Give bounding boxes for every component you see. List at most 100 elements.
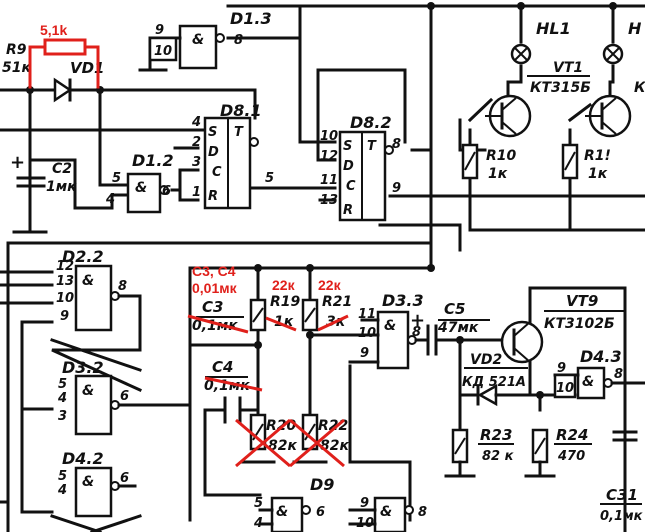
r23-value: 82 к [482, 449, 515, 464]
r23-label: R23 [480, 426, 512, 444]
svg-text:5: 5 [265, 171, 274, 186]
c31-value: 0,1мк [600, 509, 644, 524]
svg-text:11: 11 [358, 307, 376, 322]
c5-value: 47мк [437, 320, 479, 336]
r11-label: R1! [584, 148, 611, 164]
svg-text:10: 10 [154, 44, 172, 59]
svg-text:&: & [380, 504, 392, 520]
svg-text:8: 8 [118, 279, 127, 294]
svg-text:9: 9 [155, 23, 164, 38]
svg-text:8: 8 [614, 367, 623, 382]
r10-label: R10 [486, 148, 517, 164]
svg-text:&: & [582, 374, 594, 390]
svg-text:10: 10 [556, 381, 574, 396]
vd1-diode-icon [53, 77, 73, 103]
vt2-type: К [634, 80, 645, 96]
c5-label: C5 [444, 300, 465, 318]
r24-label: R24 [556, 426, 588, 444]
vt9-transistor-icon [500, 320, 544, 364]
c2-label: C2 [52, 161, 72, 177]
svg-text:3: 3 [192, 155, 201, 170]
c2-plus: + [10, 152, 25, 173]
trigger-d8-2: D8.2 S D C R T 10 12 11 13 8 9 [320, 113, 401, 222]
vt9-label: VT9 [566, 292, 598, 310]
vd2-label: VD2 [470, 352, 502, 368]
c2-capacitor: + C2 1мк [10, 152, 77, 234]
c2-value: 1мк [46, 179, 77, 195]
wiring-frame [0, 241, 433, 532]
svg-text:6: 6 [120, 389, 129, 404]
svg-text:8: 8 [234, 33, 243, 48]
c3c4-correction-line2: 0,01мк [192, 280, 238, 296]
r19-label: R19 [270, 294, 301, 310]
r9-new-resistor [43, 38, 87, 56]
gate-d1-2: D1.2 & 5 4 6 [105, 151, 174, 214]
svg-text:8: 8 [412, 325, 421, 340]
svg-text:6: 6 [120, 471, 129, 486]
gate-d1-3: D1.3 & 9 10 8 [138, 9, 272, 72]
gate-d2-2: D2.2 & 12 13 10 9 8 [51, 247, 142, 392]
d43-label: D4.3 [580, 347, 622, 366]
d9-label: D9 [310, 475, 334, 494]
c3-label: C3 [202, 298, 223, 316]
c3c4-correction-line1: C3, C4 [192, 263, 236, 279]
svg-text:8: 8 [392, 137, 401, 152]
svg-text:5: 5 [112, 171, 121, 186]
svg-text:13: 13 [320, 193, 338, 208]
r9-vd1-group: R9 51к VD1 5,1k [2, 22, 105, 103]
svg-text:&: & [82, 273, 94, 289]
d81-label: D8.1 [220, 101, 262, 120]
d33-label: D3.3 [382, 291, 424, 310]
svg-text:12: 12 [320, 149, 338, 164]
svg-text:2: 2 [192, 135, 201, 150]
svg-text:10: 10 [358, 326, 376, 341]
vd2-type: КД 521А [462, 375, 526, 390]
svg-text:8: 8 [418, 505, 427, 520]
svg-text:S: S [208, 125, 217, 140]
svg-text:&: & [82, 474, 94, 490]
svg-text:13: 13 [56, 274, 74, 289]
svg-text:C: C [212, 165, 222, 180]
svg-text:R: R [208, 189, 218, 204]
r11-value: 1к [588, 166, 608, 182]
vt1-type: КТ315Б [530, 80, 591, 96]
c4-value: 0,1мк [204, 378, 250, 394]
svg-text:6: 6 [162, 184, 171, 199]
svg-text:4: 4 [57, 483, 67, 498]
r9-value: 51к [2, 60, 31, 76]
svg-text:R: R [343, 203, 353, 218]
svg-text:4: 4 [105, 192, 115, 207]
r9-correction: 5,1k [40, 22, 67, 38]
svg-text:D: D [208, 145, 219, 160]
c5-capacitor: + C5 47мк [410, 300, 512, 356]
svg-text:11: 11 [320, 173, 338, 188]
gate-d4-2: D4.2 & 5 4 6 [50, 449, 142, 532]
svg-text:9: 9 [360, 346, 369, 361]
vt9-type: КТ3102Б [544, 316, 615, 332]
trigger-d8-1: D8.1 S D C R T 4 2 3 1 5 [191, 101, 274, 210]
c5-plus: + [410, 310, 425, 331]
svg-text:9: 9 [360, 496, 369, 511]
svg-text:4: 4 [253, 516, 263, 531]
svg-text:1: 1 [192, 185, 201, 200]
r9-label: R9 [6, 42, 27, 58]
svg-text:4: 4 [191, 115, 201, 130]
svg-text:5: 5 [254, 496, 263, 511]
svg-text:5: 5 [58, 377, 67, 392]
vd1-label: VD1 [70, 59, 105, 77]
d22-label: D2.2 [62, 247, 104, 266]
r10-value: 1к [488, 166, 508, 182]
lamps-transistors: HL1 H VT1 КТ315Б К R10 1к R1! 1к [461, 19, 645, 182]
svg-text:&: & [135, 180, 147, 196]
svg-text:T: T [234, 125, 244, 140]
d82-label: D8.2 [350, 113, 392, 132]
vt1-label: VT1 [553, 60, 583, 76]
svg-text:12: 12 [56, 259, 74, 274]
svg-text:&: & [192, 32, 204, 48]
r21-correction: 22к [318, 277, 342, 293]
output-stage: VT9 КТ3102Б VD2 КД 521А R23 82 к R24 470 [444, 286, 627, 532]
svg-text:D: D [343, 159, 354, 174]
gate-d3-2: D3.2 & 5 4 3 6 [50, 338, 192, 522]
svg-text:4: 4 [57, 391, 67, 406]
